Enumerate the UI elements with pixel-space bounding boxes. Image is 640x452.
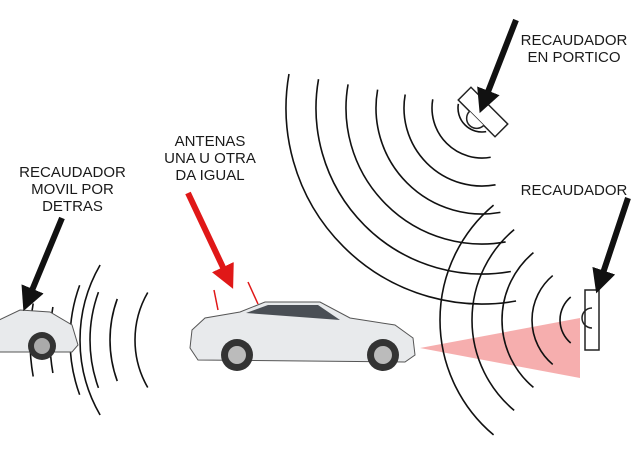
wave-arc xyxy=(457,103,487,133)
rear-car xyxy=(0,309,79,360)
label-line: UNA U OTRA xyxy=(164,150,256,167)
gantry-collector-arrow xyxy=(477,18,519,114)
label-line: MOVIL POR xyxy=(31,181,114,198)
rear-collector-arrow xyxy=(21,216,65,312)
antenna-arrow xyxy=(185,191,234,289)
middle-car xyxy=(189,281,416,371)
roadside-collector-arrow xyxy=(592,197,631,294)
wave-arc xyxy=(315,79,511,275)
wave-arc xyxy=(403,94,496,187)
wave-arc xyxy=(375,89,501,215)
wave-arc xyxy=(501,251,534,389)
wave-arc xyxy=(134,292,149,388)
label-line: RECAUDADOR xyxy=(520,32,628,49)
label-line: RECAUDADOR xyxy=(19,164,126,181)
wave-arc xyxy=(109,298,118,382)
label-line: DETRAS xyxy=(42,198,103,215)
roadside-collector-label: RECAUDADOR xyxy=(520,182,628,199)
gantry-collector-label: RECAUDADOR EN PORTICO xyxy=(508,32,640,66)
label-line: ANTENAS xyxy=(174,133,246,150)
label-line: EN PORTICO xyxy=(527,49,621,66)
reader-beam xyxy=(420,318,580,378)
wave-arc xyxy=(345,84,506,245)
antennas-label: ANTENAS UNA U OTRA DA IGUAL xyxy=(150,133,270,184)
rear-collector-label: RECAUDADOR MOVIL POR DETRAS xyxy=(10,164,135,215)
label-line: DA IGUAL xyxy=(175,167,245,184)
wave-arc xyxy=(431,99,491,159)
wave-arc xyxy=(439,204,495,436)
wave-arc xyxy=(559,296,572,344)
wave-arc xyxy=(531,274,554,366)
wave-arc xyxy=(89,291,100,389)
roadside-collector-device xyxy=(581,289,600,351)
wave-arc xyxy=(285,73,517,305)
wave-arc xyxy=(471,228,515,412)
wave-arc xyxy=(79,264,101,416)
